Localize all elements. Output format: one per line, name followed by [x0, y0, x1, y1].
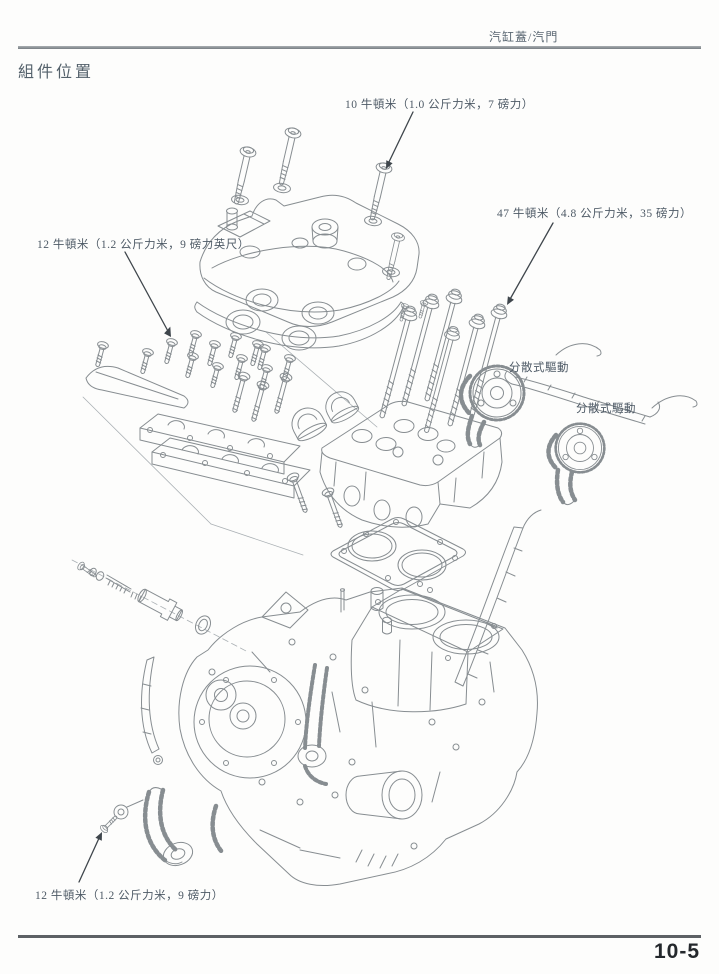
- cylinder-head: [285, 400, 503, 530]
- cam-sprocket-intake: [546, 422, 606, 506]
- tensioner-lifter-parts: [75, 560, 212, 635]
- torque-label-valve-cover: 10 牛頓米（1.0 公斤力米，7 磅力）: [345, 99, 534, 111]
- cam-drive-label-2: 分散式驅動: [576, 403, 636, 415]
- torque-label-guide-bolt: 12 牛頓米（1.2 公斤力米，9 磅力）: [35, 890, 224, 902]
- page-number: 10-5: [653, 940, 700, 963]
- arrow-torque-left: [124, 251, 171, 337]
- lower-cam-chain: [98, 787, 225, 867]
- cam-chain-guide-front: [140, 656, 163, 765]
- chain-guide-blade-upper: [85, 365, 189, 409]
- torque-label-head-bolts: 47 牛頓米（4.8 公斤力米，35 磅力）: [497, 208, 692, 220]
- section-title: 汽缸蓋/汽門: [489, 30, 559, 44]
- cam-holder-bolts: [91, 328, 297, 424]
- header-rule: [18, 46, 701, 49]
- camshaft-end-caps: [291, 391, 360, 442]
- cam-chain-guide-rear: [454, 509, 542, 687]
- page-title: 組件位置: [18, 64, 95, 81]
- arrow-torque-right: [507, 222, 554, 305]
- arrow-torque-top: [386, 111, 414, 169]
- torque-label-holder-bolts: 12 牛頓米（1.2 公斤力米，9 磅力英尺）: [37, 239, 250, 251]
- valve-cover-gasket: [194, 301, 405, 351]
- dowel-pins: [340, 587, 392, 635]
- projection-lines: [71, 331, 378, 653]
- valve-cover: [199, 194, 420, 327]
- crankcase: [178, 587, 538, 887]
- leader-arrows: [78, 111, 554, 883]
- head-gasket: [330, 517, 466, 591]
- cam-sprocket-exhaust: [458, 364, 526, 448]
- cam-drive-label-1: 分散式驅動: [509, 362, 569, 374]
- arrow-torque-bottom: [78, 832, 102, 883]
- cam-chain-sketch: [504, 343, 698, 425]
- footer-rule: [18, 935, 701, 938]
- cylinder-head-bolts: [373, 286, 510, 435]
- camshaft-holders: [139, 413, 311, 499]
